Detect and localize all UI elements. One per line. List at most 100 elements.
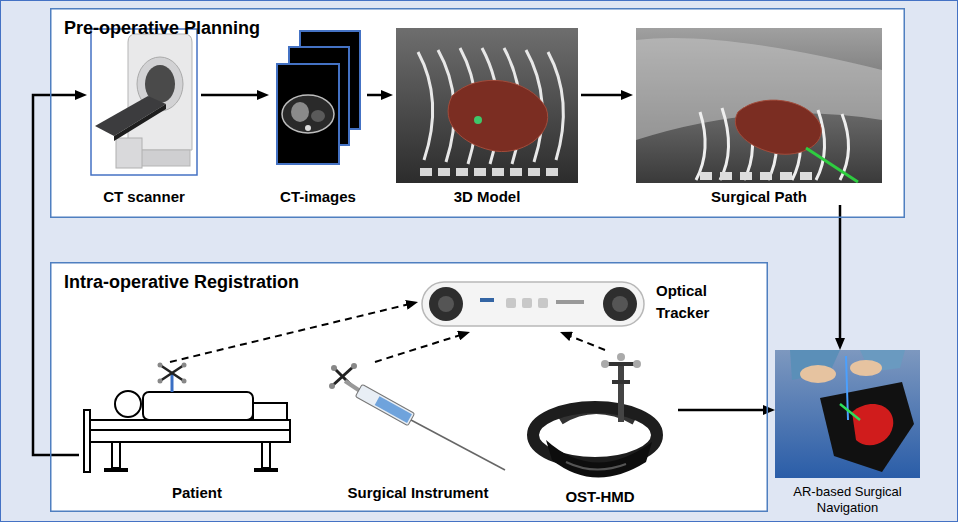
headset-picture	[533, 353, 657, 478]
panel-fill	[50, 262, 768, 512]
flow-arrow	[678, 409, 769, 412]
figure-node: AR-based Surgical Navigation	[775, 350, 920, 517]
surgical-path-picture	[720, 108, 729, 180]
model-picture	[492, 168, 504, 176]
model-picture	[448, 80, 548, 151]
patient-bed-picture	[160, 365, 184, 381]
ct-scanner-picture	[114, 104, 166, 141]
model-picture	[418, 52, 433, 160]
figure-caption: Optical Tracker	[656, 280, 736, 324]
headset-picture	[601, 360, 609, 368]
figure-node: Surgical Instrument	[315, 362, 521, 501]
model-picture	[456, 168, 468, 176]
optical-tracker-picture	[522, 298, 532, 308]
figure-node: Surgical Path	[633, 28, 885, 205]
figure-node: Patient	[79, 362, 315, 501]
stage-panel: Intra-operative RegistrationOptical Trac…	[50, 262, 768, 512]
patient-bed-picture	[115, 391, 141, 417]
headset-picture	[604, 362, 638, 366]
tracking-link	[566, 334, 605, 350]
optical-tracker-picture	[422, 282, 644, 326]
figure-caption: OST-HMD	[522, 488, 678, 505]
syringe-picture	[355, 384, 414, 425]
syringe-picture	[345, 381, 360, 391]
patient-bed-picture	[90, 430, 290, 442]
patient-bed-picture	[143, 392, 253, 420]
model-picture	[420, 168, 432, 176]
figure-node: CT-images	[269, 28, 367, 205]
ct-images-picture	[311, 110, 325, 122]
ar-photo-picture	[820, 382, 914, 472]
optical-tracker-picture	[506, 298, 516, 308]
picture-slot	[775, 350, 920, 478]
patient-bed-picture	[253, 403, 287, 420]
syringe-picture	[355, 384, 414, 425]
surgical-path-picture	[696, 112, 705, 180]
model-picture	[548, 52, 563, 160]
ct-scanner-picture	[91, 29, 197, 175]
figure-caption: Surgical Instrument	[315, 484, 521, 501]
surgical-path-picture	[806, 148, 858, 182]
model-picture	[396, 28, 578, 183]
optical-tracker-picture	[429, 287, 463, 321]
surgical-path-picture	[636, 28, 882, 183]
patient-bed-picture	[158, 363, 163, 368]
ct-scanner-picture	[116, 138, 142, 168]
surgical-path-picture	[720, 172, 732, 180]
tracking-link	[375, 334, 464, 362]
surgical-path-picture	[735, 100, 821, 154]
ct-images-picture	[282, 95, 334, 133]
patient-bed-picture	[112, 442, 120, 468]
patient-bed-picture	[84, 363, 290, 473]
ct-scanner-picture	[91, 29, 197, 175]
surgical-path-picture	[636, 28, 882, 183]
model-picture	[420, 168, 558, 176]
panel-heading: Pre-operative Planning	[64, 18, 905, 39]
surgical-path-picture	[700, 172, 712, 180]
headset-picture	[618, 362, 624, 422]
syringe-picture	[375, 396, 412, 423]
headset-picture	[566, 462, 626, 470]
figure-caption: Surgical Path	[633, 188, 885, 205]
optical-tracker-picture	[422, 282, 644, 326]
picture-slot	[87, 28, 201, 176]
ar-photo-picture	[775, 350, 920, 478]
patient-bed-picture	[158, 379, 163, 384]
optical-tracker-picture	[538, 298, 548, 308]
ar-photo-picture	[775, 350, 920, 478]
ct-images-picture	[277, 64, 339, 164]
picture-slot	[269, 28, 367, 176]
picture-slot	[633, 28, 885, 183]
syringe-picture	[331, 365, 337, 371]
model-picture	[474, 116, 482, 124]
flow-arrow	[839, 205, 842, 344]
patient-bed-picture	[182, 363, 187, 368]
ct-images-picture	[291, 102, 309, 122]
model-picture	[546, 168, 558, 176]
headset-picture	[633, 360, 641, 368]
surgical-path-picture	[760, 172, 772, 180]
stage-panel: Pre-operative PlanningCT scannerCT-image…	[50, 8, 905, 218]
ar-photo-picture	[800, 365, 836, 383]
model-picture	[438, 168, 450, 176]
optical-tracker-picture	[612, 296, 628, 312]
ct-scanner-picture	[128, 34, 192, 150]
optical-tracker-picture	[603, 287, 637, 321]
model-picture	[474, 168, 486, 176]
ct-images-picture	[305, 125, 311, 131]
patient-bed-picture	[171, 374, 174, 392]
ct-images-picture	[277, 31, 360, 164]
syringe-picture	[351, 363, 357, 369]
tracking-link	[170, 303, 412, 362]
figure-node: CT scanner	[87, 28, 201, 205]
patient-bed-picture	[160, 365, 184, 381]
figure-caption: CT-images	[269, 188, 367, 205]
flow-arrow	[581, 94, 627, 97]
model-picture	[396, 28, 578, 183]
headset-picture	[612, 380, 630, 384]
